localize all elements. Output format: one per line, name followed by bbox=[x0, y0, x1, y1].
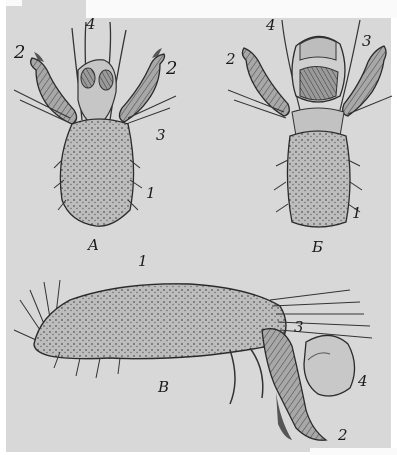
panel-c-drawing bbox=[14, 280, 372, 440]
panel-b-drawing bbox=[228, 20, 392, 227]
panel-a-caption: A bbox=[88, 238, 99, 253]
panel-a-label-3: 3 bbox=[156, 128, 166, 143]
panel-a-label-2-right: 2 bbox=[166, 60, 177, 78]
panel-c-label-4: 4 bbox=[358, 374, 368, 389]
panel-a-label-2-left: 2 bbox=[14, 44, 25, 62]
panel-c-label-3: 3 bbox=[294, 320, 304, 335]
panel-c-label-1: 1 bbox=[138, 254, 148, 269]
panel-c-label-2: 2 bbox=[338, 428, 348, 443]
panel-b-label-1: 1 bbox=[352, 206, 362, 221]
panel-a-label-1: 1 bbox=[146, 186, 156, 201]
panel-c-caption: В bbox=[158, 380, 169, 395]
panel-b-caption: Б bbox=[312, 240, 323, 255]
panel-b-label-3: 3 bbox=[362, 34, 372, 49]
panel-b-label-4: 4 bbox=[266, 18, 276, 33]
panel-b-label-2: 2 bbox=[226, 52, 236, 67]
panel-a-label-4: 4 bbox=[86, 17, 96, 32]
